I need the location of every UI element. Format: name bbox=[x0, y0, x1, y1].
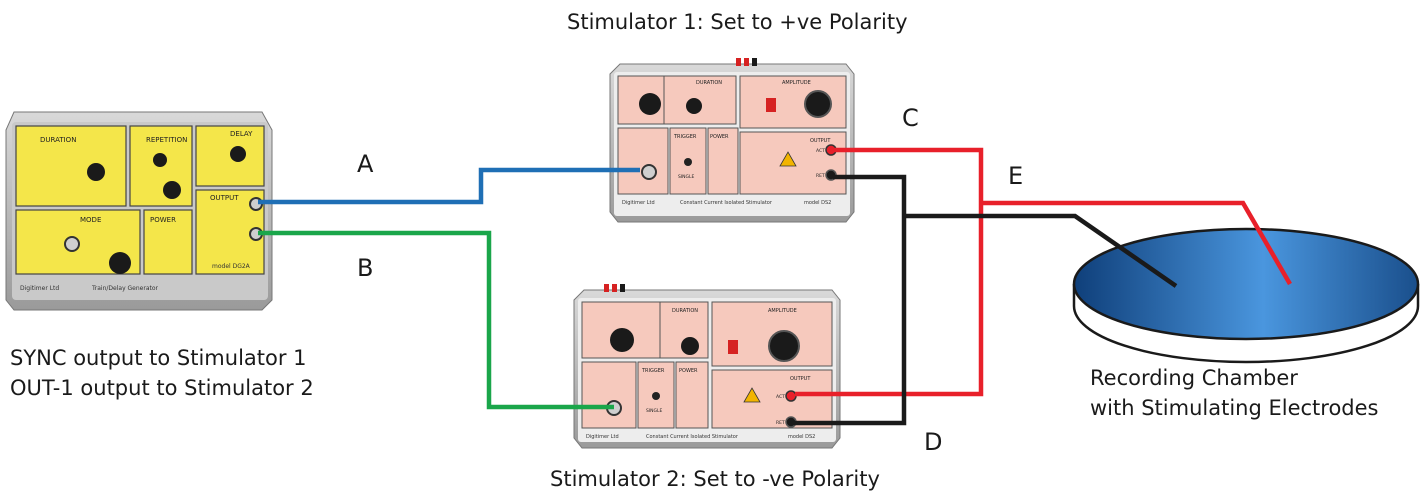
stim2-amplitude-label: AMPLITUDE bbox=[768, 308, 797, 314]
gen-power-panel bbox=[143, 209, 193, 275]
gen-input-bnc[interactable] bbox=[64, 236, 80, 252]
stim1-brand: Digitimer Ltd bbox=[622, 200, 655, 206]
stim2-duration-label: DURATION bbox=[672, 308, 698, 314]
gen-duration-label: DURATION bbox=[40, 136, 76, 144]
sync-note-line2: OUT-1 output to Stimulator 2 bbox=[10, 376, 314, 400]
sync-note-line1: SYNC output to Stimulator 1 bbox=[10, 346, 307, 370]
stim1-output-label: OUTPUT bbox=[810, 138, 831, 144]
wire-stim1-ret bbox=[794, 174, 907, 426]
gen-repetition-fine-knob[interactable] bbox=[153, 153, 167, 167]
stim2-output-label: OUTPUT bbox=[790, 376, 811, 382]
stim1-range-knob[interactable] bbox=[639, 93, 661, 115]
gen-output-label: OUTPUT bbox=[210, 194, 239, 202]
stim2-amplitude-knob[interactable] bbox=[768, 330, 800, 362]
stimulator-1-title: Stimulator 1: Set to +ve Polarity bbox=[567, 10, 908, 34]
stim1-input-panel bbox=[617, 127, 669, 195]
stim2-single-label: SINGLE bbox=[646, 408, 663, 414]
wire-stim1-act bbox=[795, 147, 984, 397]
train-delay-generator: DURATION REPETITION DELAY MODE POWER OUT… bbox=[5, 111, 273, 311]
stim1-trigger-label: TRIGGER bbox=[673, 134, 697, 140]
stim2-trigger-label: TRIGGER bbox=[641, 368, 665, 374]
wire-b-label: B bbox=[357, 254, 374, 282]
wire-c-label: C bbox=[902, 104, 919, 132]
stim1-power-panel bbox=[707, 127, 739, 195]
stim2-model: model DS2 bbox=[788, 434, 815, 440]
gen-mode-label: MODE bbox=[80, 216, 101, 224]
stim2-act-label: ACT bbox=[776, 394, 785, 400]
stim1-duration-panel bbox=[663, 75, 737, 125]
wire-e-black bbox=[904, 213, 1178, 288]
gen-duration-knob[interactable] bbox=[87, 163, 105, 181]
gen-repetition-label: REPETITION bbox=[146, 136, 187, 144]
gen-brand: Digitimer Ltd bbox=[20, 285, 59, 292]
gen-repetition-knob[interactable] bbox=[163, 181, 181, 199]
stim2-act-terminal[interactable] bbox=[785, 390, 797, 402]
gen-model: model DG2A bbox=[212, 263, 251, 270]
chamber-label-line2: with Stimulating Electrodes bbox=[1090, 396, 1379, 420]
stim2-ret-label: RET bbox=[776, 420, 785, 426]
stimulator-1: DURATION AMPLITUDE TRIGGER POWER OUTPUT … bbox=[609, 58, 855, 223]
stim2-subtitle: Constant Current Isolated Stimulator bbox=[646, 434, 739, 440]
stim2-brand: Digitimer Ltd bbox=[586, 434, 619, 440]
stim1-amplitude-knob[interactable] bbox=[804, 90, 832, 118]
stim2-power-label: POWER bbox=[679, 368, 698, 374]
stim1-duration-knob[interactable] bbox=[686, 98, 702, 114]
stim2-input-panel bbox=[581, 361, 637, 429]
stim2-duration-knob[interactable] bbox=[681, 337, 699, 355]
stimulator-2: DURATION AMPLITUDE TRIGGER POWER OUTPUT … bbox=[573, 284, 841, 449]
gen-power-label: POWER bbox=[150, 216, 176, 224]
stim1-duration-label: DURATION bbox=[696, 80, 722, 86]
stim2-output-panel bbox=[711, 369, 833, 429]
stim1-model: model DS2 bbox=[804, 200, 831, 206]
stim2-polarity-switch[interactable] bbox=[728, 340, 738, 354]
gen-delay-label: DELAY bbox=[230, 130, 253, 138]
stim1-single-label: SINGLE bbox=[678, 174, 695, 180]
gen-mode-knob[interactable] bbox=[109, 252, 131, 274]
stim1-subtitle: Constant Current Isolated Stimulator bbox=[680, 200, 773, 206]
warning-icon bbox=[779, 151, 797, 167]
gen-duration-panel bbox=[15, 125, 127, 207]
gen-subtitle: Train/Delay Generator bbox=[91, 285, 159, 292]
stim2-single-button[interactable] bbox=[652, 392, 660, 400]
warning-icon bbox=[743, 387, 761, 403]
stim1-act-label: ACT bbox=[816, 148, 825, 154]
wire-e-red bbox=[981, 200, 1292, 286]
wire-e-label: E bbox=[1008, 162, 1024, 190]
recording-chamber bbox=[1072, 227, 1420, 364]
stim1-single-button[interactable] bbox=[684, 158, 692, 166]
stim2-power-panel bbox=[675, 361, 709, 429]
stimulator-2-title: Stimulator 2: Set to -ve Polarity bbox=[550, 467, 880, 491]
stim1-ret-label: RET bbox=[816, 173, 825, 179]
gen-repetition-panel bbox=[129, 125, 193, 207]
chamber-fluid bbox=[1072, 227, 1420, 341]
wire-a bbox=[258, 167, 640, 205]
gen-delay-panel bbox=[195, 125, 265, 187]
stim1-polarity-switch[interactable] bbox=[766, 98, 776, 112]
stim1-amplitude-label: AMPLITUDE bbox=[782, 80, 811, 86]
stim2-trigger-panel bbox=[637, 361, 675, 429]
wire-a-label: A bbox=[357, 150, 374, 178]
chamber-label-line1: Recording Chamber bbox=[1090, 366, 1298, 390]
wire-b bbox=[258, 230, 614, 410]
stim1-trigger-bnc[interactable] bbox=[641, 164, 657, 180]
stim1-power-label: POWER bbox=[710, 134, 729, 140]
gen-delay-knob[interactable] bbox=[230, 146, 246, 162]
stim2-range-knob[interactable] bbox=[610, 328, 634, 352]
wire-d-label: D bbox=[924, 428, 943, 456]
